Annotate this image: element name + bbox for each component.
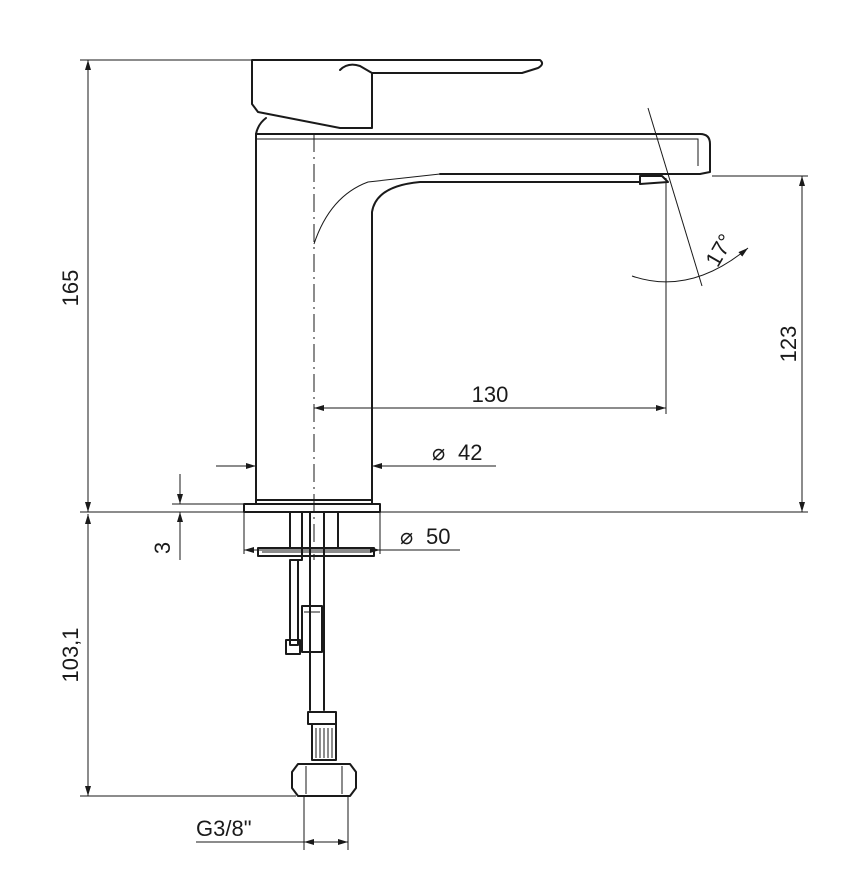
- spout-outline: [255, 133, 711, 175]
- label-base-diameter: 50: [426, 524, 450, 549]
- label-body-diameter: 42: [458, 440, 482, 465]
- spout-underside: [371, 181, 641, 501]
- mounting-hardware: [257, 511, 375, 797]
- spout-inner-curve: [313, 173, 441, 245]
- label-spout-angle: 17°: [700, 230, 738, 271]
- lever-handle: [251, 59, 544, 129]
- spout-top-edge: [256, 138, 699, 166]
- diameter-symbol: ⌀: [432, 440, 445, 465]
- label-hose-length: 103,1: [58, 627, 83, 682]
- dimension-lines: [80, 59, 808, 850]
- dimension-labels: 165 103,1 3 123 130 ⌀ 42 ⌀ 50 G3/8" 17°: [58, 230, 801, 841]
- label-spout-height: 123: [776, 326, 801, 363]
- lever-cartridge-cap: [339, 63, 373, 74]
- label-base-thickness: 3: [150, 542, 175, 554]
- label-connection-thread: G3/8": [196, 816, 252, 841]
- lever-neck: [255, 117, 267, 135]
- aerator: [639, 175, 669, 185]
- base-ring: [243, 503, 381, 513]
- faucet-outline: [243, 59, 711, 513]
- diameter-symbol: ⌀: [400, 524, 413, 549]
- label-total-height: 165: [58, 270, 83, 307]
- label-spout-reach: 130: [472, 382, 509, 407]
